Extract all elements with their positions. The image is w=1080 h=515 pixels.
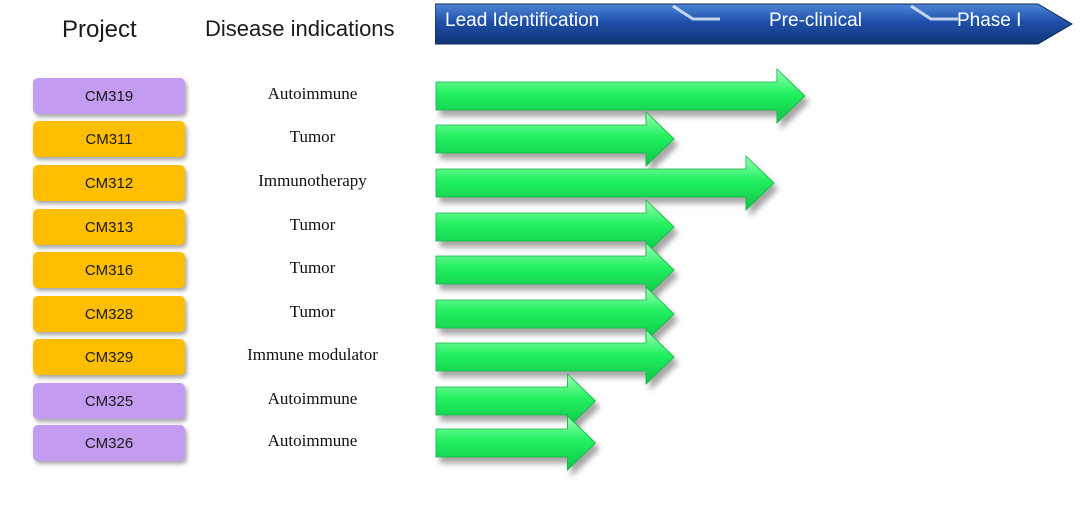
phase-timeline-bar: Lead Identification Pre-clinical Phase I: [434, 2, 1075, 51]
disease-indication: Autoimmune: [267, 431, 358, 450]
project-column-header: Project: [62, 16, 137, 43]
disease-indication: Tumor: [289, 215, 336, 234]
phase-bar-graphic: [434, 3, 1073, 45]
chevron-divider-1: [672, 4, 720, 21]
progress-arrow-cm316: [435, 242, 675, 298]
progress-arrow-cm312: [435, 155, 775, 211]
disease-indication: Tumor: [289, 127, 336, 146]
progress-arrow-cm325: [435, 373, 597, 429]
project-box-cm313: CM313: [33, 209, 185, 245]
progress-arrow-cm328: [435, 286, 675, 342]
phase-label-pre-clinical: Pre-clinical: [769, 10, 862, 31]
disease-indication: Immune modulator: [247, 345, 378, 364]
disease-indication: Immunotherapy: [258, 171, 367, 190]
project-box-cm312: CM312: [33, 165, 185, 201]
chevron-divider-2: [910, 4, 958, 21]
progress-arrow-cm319: [435, 68, 806, 124]
disease-indication: Autoimmune: [267, 84, 358, 103]
progress-arrow-cm313: [435, 199, 675, 255]
project-box-cm328: CM328: [33, 296, 185, 332]
project-box-cm325: CM325: [33, 383, 185, 419]
project-box-cm326: CM326: [33, 425, 185, 461]
disease-indication: Tumor: [289, 258, 336, 277]
project-box-cm329: CM329: [33, 339, 185, 375]
project-box-cm311: CM311: [33, 121, 185, 157]
disease-column-header: Disease indications: [205, 16, 395, 41]
phase-label-phase-1: Phase I: [957, 10, 1022, 31]
disease-indication: Tumor: [289, 302, 336, 321]
project-box-cm319: CM319: [33, 78, 185, 114]
phase-label-lead-identification: Lead Identification: [445, 10, 600, 31]
progress-arrow-cm329: [435, 329, 675, 385]
progress-arrow-cm326: [435, 415, 597, 471]
progress-arrow-cm311: [435, 111, 675, 167]
disease-indication: Autoimmune: [267, 389, 358, 408]
project-box-cm316: CM316: [33, 252, 185, 288]
